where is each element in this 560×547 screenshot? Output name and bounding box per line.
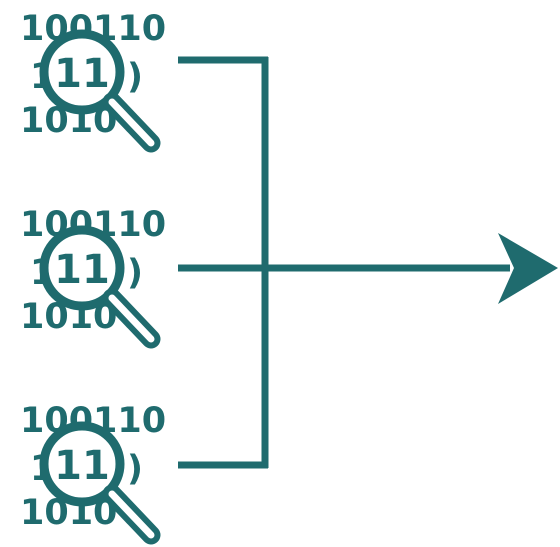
- magnifier-lens: [39, 225, 125, 311]
- data-search-icon: 100110 1 ) 1010 11: [20, 205, 166, 349]
- data-search-icon: 100110 1 ) 1010 11: [20, 401, 166, 545]
- binary-row-right: ): [127, 57, 143, 97]
- lens-label: 11: [54, 51, 110, 97]
- merge-connector: [178, 56, 558, 469]
- magnifier-lens: [39, 29, 125, 115]
- magnifier-lens: [39, 421, 125, 507]
- magnifier-handle-inner: [108, 294, 155, 343]
- binary-row-right: ): [127, 449, 143, 489]
- lens-label: 11: [54, 443, 110, 489]
- lens-label: 11: [54, 247, 110, 293]
- data-search-icon: 100110 1 ) 1010 11: [20, 9, 166, 153]
- binary-row-right: ): [127, 253, 143, 293]
- magnifier-handle-inner: [108, 98, 155, 147]
- magnifier-handle-inner: [108, 490, 155, 539]
- arrow-right-icon: [498, 233, 558, 304]
